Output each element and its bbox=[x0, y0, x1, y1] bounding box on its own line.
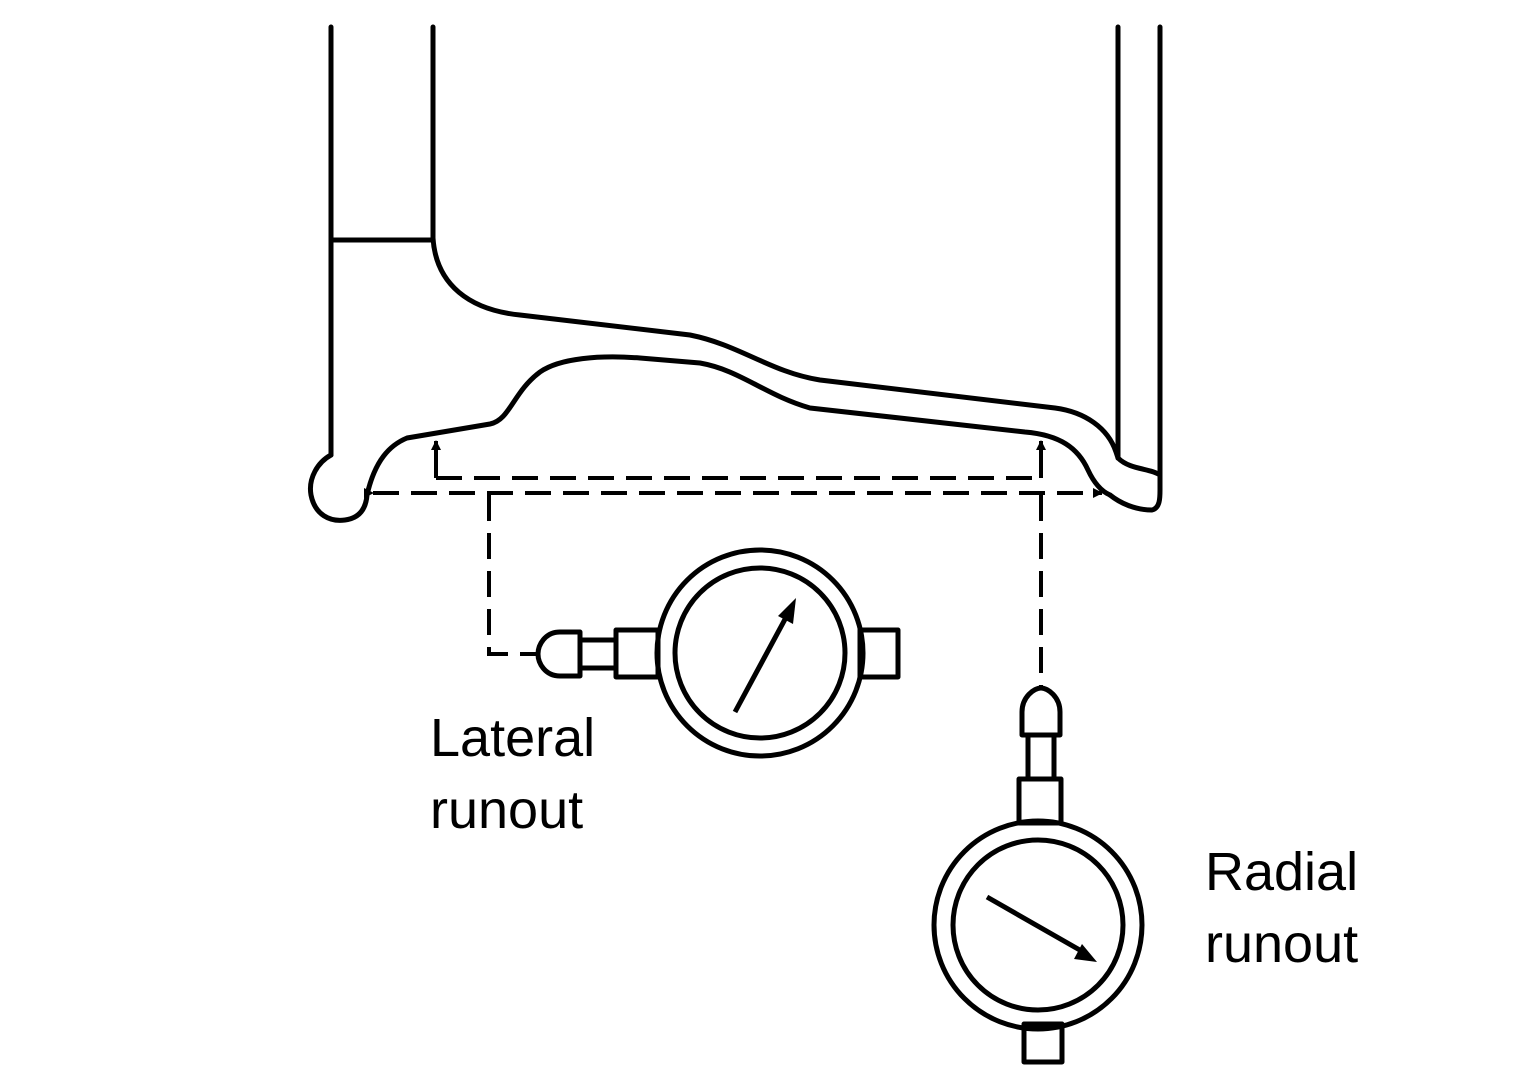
radial-gauge-back-cap bbox=[1021, 1021, 1065, 1065]
lateral-gauge-stem bbox=[577, 637, 619, 671]
rim-lower-profile bbox=[364, 354, 1113, 498]
radial-runout-label-line1: Radial bbox=[1205, 842, 1359, 902]
radial-runout-label: Radial runout bbox=[1205, 836, 1358, 980]
radial-gauge-needle-head bbox=[1074, 944, 1097, 962]
lateral-gauge-face bbox=[672, 565, 848, 741]
lateral-gauge-needle bbox=[732, 608, 793, 714]
lateral-runout-label-line1: Lateral bbox=[430, 708, 596, 768]
lateral-dial-gauge bbox=[535, 547, 901, 759]
rim-upper-profile bbox=[430, 235, 1121, 461]
radial-runout-label-line2: runout bbox=[1205, 914, 1359, 974]
lateral-runout-label-line2: runout bbox=[430, 780, 584, 840]
radial-gauge-face bbox=[950, 837, 1126, 1013]
lateral-gauge-collar bbox=[613, 627, 661, 680]
measurement-lines bbox=[364, 440, 1103, 690]
radial-gauge-collar bbox=[1016, 776, 1064, 826]
lateral-gauge-leader bbox=[487, 495, 540, 656]
radial-dial-gauge bbox=[931, 685, 1145, 1065]
lateral-gauge-needle-head bbox=[778, 598, 796, 624]
rim-left-flange bbox=[307, 452, 370, 523]
radial-gauge-stem bbox=[1025, 732, 1057, 782]
radial-gauge-needle bbox=[985, 894, 1087, 956]
lateral-gauge-back-cap bbox=[857, 627, 901, 680]
lateral-runout-label: Lateral runout bbox=[430, 702, 595, 846]
lateral-gauge-tip bbox=[535, 629, 583, 679]
radial-gauge-tip bbox=[1019, 685, 1063, 738]
radial-gauge-bezel bbox=[931, 818, 1145, 1032]
lateral-gauge-bezel bbox=[654, 547, 866, 759]
rim-right-flange bbox=[1107, 455, 1163, 513]
wheel-rim-section bbox=[307, 24, 1163, 523]
